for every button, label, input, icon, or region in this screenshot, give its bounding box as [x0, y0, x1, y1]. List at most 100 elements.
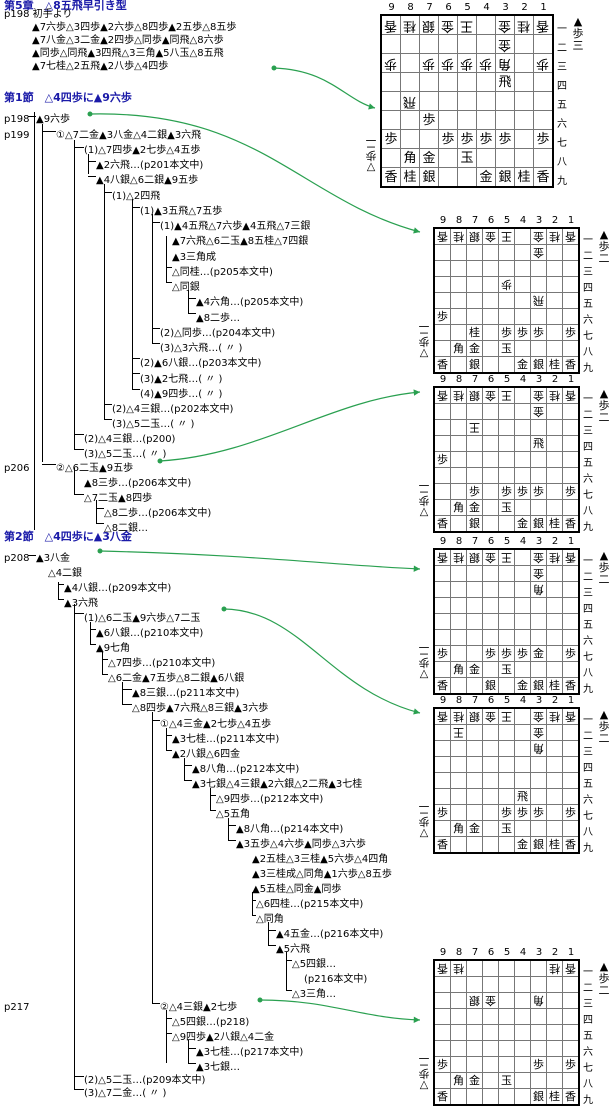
gote-piece: 香: [437, 551, 448, 564]
board-square: [514, 724, 531, 741]
board-square: [546, 992, 563, 1009]
board-square: [546, 403, 563, 420]
board-square: [482, 419, 499, 436]
file-number: 6: [487, 374, 495, 385]
tree-line: [132, 207, 140, 208]
tree-line: [166, 1033, 172, 1034]
tree-line: [90, 622, 91, 644]
board-square: [530, 959, 547, 977]
gote-piece: 香: [536, 17, 550, 33]
board-square: 金: [530, 707, 547, 725]
file-number: 9: [439, 947, 447, 958]
board-square: [466, 788, 483, 805]
board-square: [562, 435, 580, 452]
board-square: [466, 645, 483, 662]
gote-piece: 歩: [479, 55, 493, 71]
rank-number: 二: [557, 42, 567, 54]
board-square: 玉: [498, 1072, 515, 1089]
move-line: △同銀: [172, 282, 200, 293]
gote-piece: 金: [485, 710, 496, 723]
board-square: [546, 1056, 563, 1073]
board-square: [495, 148, 515, 168]
board-square: [466, 565, 483, 582]
connector-dot: [221, 606, 227, 612]
rank-number: 八: [583, 827, 593, 838]
rank-number: 七: [583, 1063, 593, 1074]
board-square: [498, 1040, 515, 1057]
sente-piece: 飛: [517, 790, 528, 803]
board-square: 金: [514, 356, 531, 374]
gote-hand: ▽歩二: [418, 482, 430, 519]
tree-line: [42, 131, 56, 132]
rank-number: 八: [583, 347, 593, 358]
board-square: [546, 340, 563, 357]
gote-piece: 歩: [460, 55, 474, 71]
move-line: p206: [4, 463, 30, 474]
gote-piece: 銀: [469, 230, 480, 243]
board-square: [450, 645, 467, 662]
rank-number: 三: [583, 999, 593, 1010]
board-square: [433, 419, 451, 436]
board-square: 歩: [495, 129, 515, 149]
sente-piece: 歩: [384, 131, 398, 147]
rank-number: 五: [583, 1031, 593, 1042]
board-square: [498, 756, 515, 773]
board-square: [498, 1024, 515, 1041]
sente-piece: 玉: [501, 1074, 512, 1087]
board-square: [466, 292, 483, 309]
board-square: [466, 435, 483, 452]
board-square: 桂: [400, 167, 420, 188]
move-line: ▲7六歩△3四歩▲2六歩△8四歩▲2五歩△8五歩: [32, 22, 237, 33]
board-square: 桂: [546, 836, 563, 854]
board-square: [514, 581, 531, 598]
board-square: 歩: [562, 645, 580, 662]
board-square: [562, 740, 580, 757]
board-square: 金: [514, 515, 531, 533]
board-square: [482, 499, 499, 516]
file-number: 1: [567, 374, 575, 385]
board-square: [400, 129, 420, 149]
board-square: 歩: [562, 1056, 580, 1073]
gote-piece: 銀: [422, 17, 436, 33]
board-square: 歩: [514, 483, 531, 500]
gote-piece: 香: [565, 389, 576, 402]
board-square: [514, 148, 534, 168]
sente-piece: 香: [437, 838, 448, 851]
move-line: ▲4六角…(p205本文中): [196, 297, 304, 308]
gote-piece: 金: [485, 551, 496, 564]
sente-piece: 角: [453, 663, 464, 676]
board-square: 金: [530, 244, 547, 261]
file-number: 5: [503, 947, 511, 958]
sente-piece: 金: [469, 501, 480, 514]
board-square: 玉: [498, 820, 515, 837]
board-square: 香: [433, 548, 451, 566]
sente-piece: 香: [384, 169, 398, 185]
move-line: (3)△5二玉…( 〃 ): [112, 419, 195, 430]
board-square: 歩: [476, 53, 496, 73]
board-square: [530, 276, 547, 293]
move-line: (3)△7二金…( 〃 ): [84, 1088, 167, 1099]
sente-piece: 香: [565, 838, 576, 851]
board-square: 銀: [466, 707, 483, 725]
rank-number: 六: [583, 315, 593, 326]
sente-piece: 桂: [549, 1090, 560, 1103]
file-number: 7: [471, 536, 479, 547]
board-square: [546, 435, 563, 452]
heading-chapter: 第5章 △8五飛早引き型: [4, 0, 127, 12]
sente-piece: 金: [517, 517, 528, 530]
move-line: (3)△5二玉…( 〃 ): [84, 449, 167, 460]
board-square: [530, 1072, 547, 1089]
move-line: (4)▲9四歩…( 〃 ): [140, 389, 223, 400]
sente-piece: 銀: [533, 517, 544, 530]
gote-piece: 金: [533, 567, 544, 580]
sente-piece: 銀: [533, 679, 544, 692]
board-square: 金: [530, 565, 547, 582]
sente-piece: 香: [437, 679, 448, 692]
board-square: [514, 740, 531, 757]
tree-line: [132, 358, 140, 359]
board-square: [562, 260, 580, 277]
board-square: [514, 110, 534, 130]
tree-line: [188, 1048, 196, 1049]
tree-line: [188, 290, 189, 313]
tree-line: [74, 449, 84, 450]
